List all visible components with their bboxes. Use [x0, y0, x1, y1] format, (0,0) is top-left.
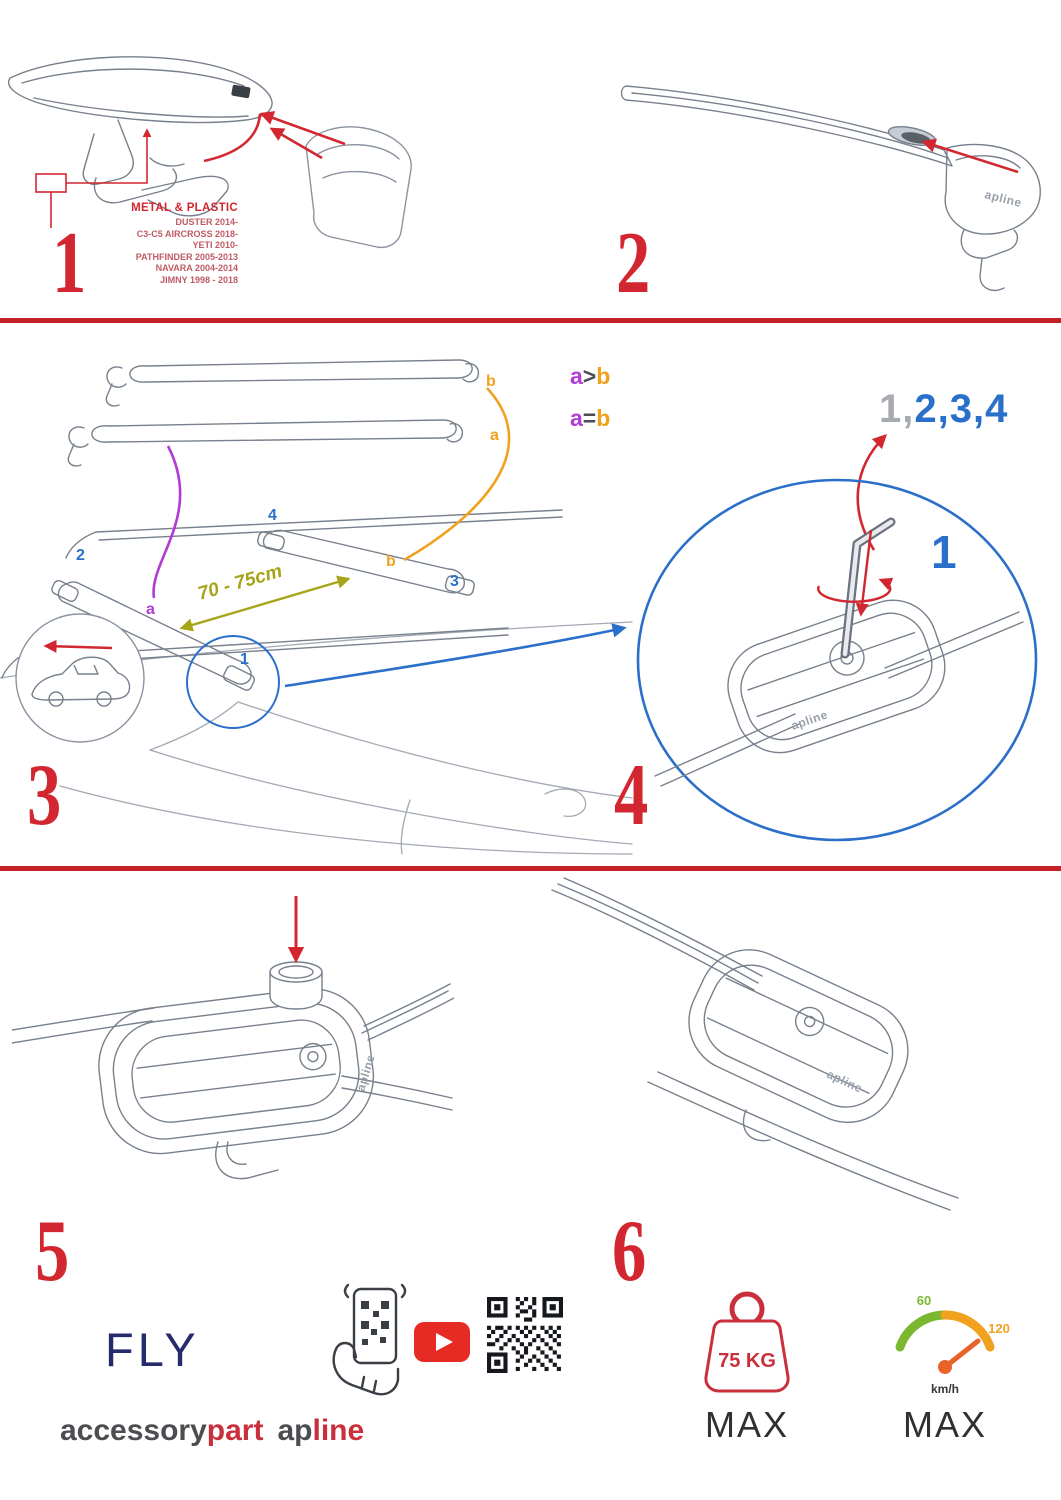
clamp-logo: apline — [983, 187, 1023, 210]
speed-high-label: 120 — [988, 1321, 1010, 1336]
model-item: PATHFINDER 2005-2013 — [135, 251, 238, 262]
front-crossbar — [51, 579, 256, 691]
brand-accessory: accessory — [60, 1414, 207, 1447]
insert-arrow — [921, 138, 1019, 174]
first-step-label: 1 — [931, 526, 957, 578]
material-label: METAL & PLASTIC — [131, 202, 238, 214]
step-3-number: 3 — [27, 747, 62, 844]
step1-drawing — [7, 56, 412, 249]
play-triangle — [436, 1333, 453, 1351]
step5-drawing: apline — [12, 896, 454, 1180]
step-2-number: 2 — [616, 215, 651, 312]
pos-3-label: 3 — [450, 573, 459, 590]
clamp-and-rail — [12, 983, 454, 1180]
model-list: DUSTER 2014- C3-C5 AIRCROSS 2018- YETI 2… — [70, 217, 238, 286]
clamp-logo: apline — [789, 707, 829, 733]
pos-1-label: 1 — [240, 651, 249, 668]
clamp-detail — [654, 517, 1024, 787]
qr-finder-bl — [487, 1352, 508, 1373]
qr-modules — [487, 1297, 561, 1371]
model-item: DUSTER 2014- — [175, 217, 238, 227]
qr-finder-tr — [542, 1297, 563, 1318]
mounted-clamp — [551, 877, 959, 1211]
clamp-logo: apline — [825, 1067, 865, 1096]
step6-drawing: apline — [551, 877, 959, 1211]
rear-crossbar — [257, 529, 475, 596]
direction-arrow — [43, 639, 113, 653]
needle — [942, 1338, 981, 1370]
compare-eq: a=b — [570, 405, 610, 431]
model-item: NAVARA 2004-2014 — [155, 263, 238, 273]
qr-finder-tl — [487, 1297, 508, 1318]
model-item: C3-C5 AIRCROSS 2018- — [136, 228, 238, 239]
phone-qr-icon — [332, 1283, 407, 1396]
model-item: JIMNY 1998 - 2018 — [160, 274, 238, 285]
distance-label: 70 - 75cm — [196, 561, 285, 605]
compatibility-note: METAL & PLASTIC DUSTER 2014- C3-C5 AIRCR… — [70, 202, 238, 286]
step2-drawing: apline — [620, 85, 1041, 292]
compare-gt: a>b — [570, 363, 610, 389]
knob — [269, 961, 323, 1010]
bar-a-label: a — [490, 427, 499, 444]
bar-logo-patch — [231, 84, 251, 99]
speed-max-label: MAX — [902, 1404, 987, 1445]
turn-arrows — [817, 529, 894, 617]
brand-part: part — [206, 1414, 264, 1447]
step-5-number: 5 — [35, 1203, 70, 1300]
roof-b-label: b — [386, 553, 396, 570]
qr-code — [487, 1297, 563, 1373]
pos-2-label: 2 — [76, 547, 85, 564]
roof-a-label: a — [146, 601, 155, 618]
curve-a — [152, 445, 182, 599]
speed-unit-label: km/h — [931, 1382, 959, 1396]
step3-drawing: 70 - 75cm b a 2 4 b 3 a 1 a>b a=b — [0, 359, 633, 855]
weight-value: 75 KG — [718, 1350, 776, 1372]
step-4-number: 4 — [614, 747, 649, 844]
product-name: FLY — [105, 1323, 200, 1376]
loose-bars — [67, 359, 480, 467]
bar-b-label: b — [486, 373, 496, 390]
cover-piece-drawing — [305, 126, 412, 249]
step-6-number: 6 — [612, 1203, 647, 1300]
car-direction-inset — [15, 613, 145, 743]
red-arrows — [35, 111, 346, 228]
bar-drawing — [620, 85, 1041, 292]
weight-max-label: MAX — [704, 1404, 789, 1445]
pos-4-label: 4 — [268, 507, 277, 524]
zoom-circle — [636, 478, 1038, 842]
speed-low-label: 60 — [917, 1293, 931, 1308]
section-divider-1 — [0, 318, 1061, 323]
section-divider-2 — [0, 866, 1061, 871]
highlight-circle — [186, 635, 280, 729]
sequence-label: 1,2,3,4 — [879, 387, 1008, 431]
step4-drawing: 1,2,3,4 1 apline — [636, 387, 1038, 842]
model-item: YETI 2010- — [192, 240, 238, 250]
speedometer-icon: 60 120 km/h — [895, 1293, 1010, 1396]
distance-arrow — [179, 575, 351, 632]
zoom-arrow — [284, 623, 627, 688]
step-1-number: 1 — [52, 215, 87, 312]
brand-line: line — [312, 1414, 365, 1447]
youtube-icon — [414, 1322, 470, 1362]
phone-screen-qr — [361, 1301, 389, 1345]
weight-icon: 75 KG — [704, 1291, 790, 1393]
brand-ap: ap — [277, 1414, 313, 1447]
curve-b — [403, 387, 511, 562]
